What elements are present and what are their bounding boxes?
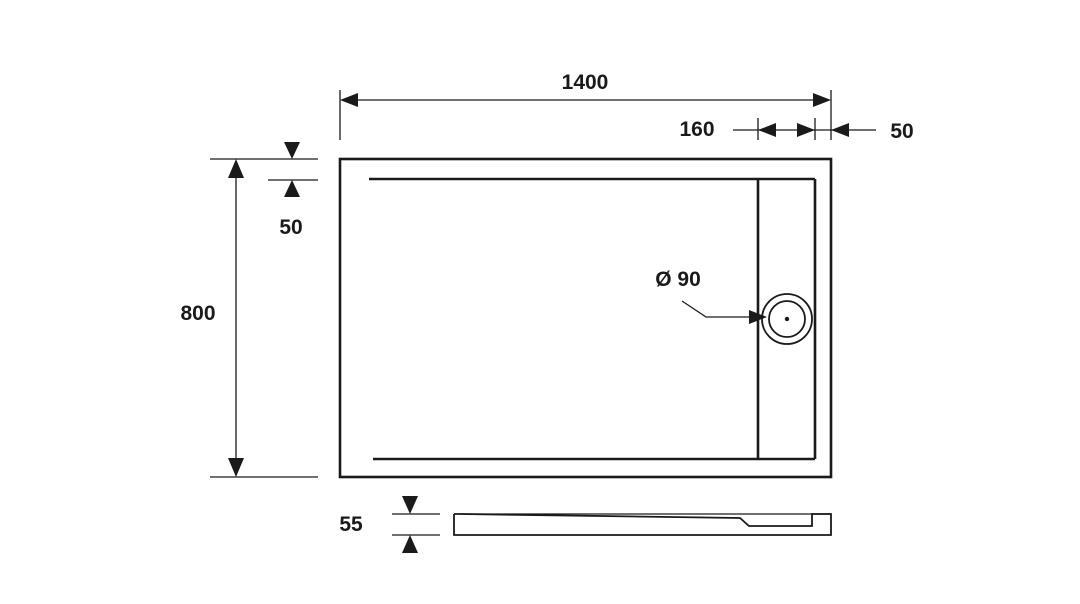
length-arrow-right bbox=[813, 93, 831, 107]
channel-arrow-left bbox=[758, 123, 776, 137]
dimension-width: 800 bbox=[180, 158, 318, 478]
width-label: 800 bbox=[180, 302, 215, 325]
tray-outline bbox=[338, 157, 833, 479]
channel-width-label: 160 bbox=[679, 118, 714, 141]
width-arrow-top bbox=[228, 159, 244, 178]
drain-center-dot bbox=[784, 316, 790, 322]
rim-top-arrow-down bbox=[284, 142, 300, 159]
width-arrow-bottom bbox=[228, 458, 244, 477]
drain-outer-ring bbox=[761, 293, 813, 345]
drain-inner-ring bbox=[768, 300, 806, 338]
height-arrow-up bbox=[402, 535, 418, 553]
tray-side-profile bbox=[453, 513, 832, 536]
drain-leader: Ø 90 bbox=[655, 268, 767, 324]
side-elevation-view bbox=[453, 513, 832, 536]
rim-right-label: 50 bbox=[890, 120, 913, 143]
dimension-rim-top: 50 bbox=[268, 142, 318, 239]
plan-view bbox=[338, 157, 833, 479]
rim-top-arrow-up bbox=[284, 180, 300, 197]
dimension-height: 55 bbox=[339, 496, 440, 553]
rim-right-arrow bbox=[831, 123, 849, 137]
height-label: 55 bbox=[339, 513, 363, 536]
length-arrow-left bbox=[340, 93, 358, 107]
channel-arrow-right bbox=[797, 123, 815, 137]
height-arrow-down bbox=[402, 496, 418, 514]
dimension-length: 1400 bbox=[339, 71, 832, 140]
drain-leader-arrow bbox=[749, 310, 767, 324]
dimension-channel-and-rim: 160 50 bbox=[679, 118, 914, 143]
rim-top-label: 50 bbox=[279, 216, 302, 239]
drain-diameter-label: Ø 90 bbox=[655, 268, 701, 291]
length-label: 1400 bbox=[562, 71, 609, 94]
